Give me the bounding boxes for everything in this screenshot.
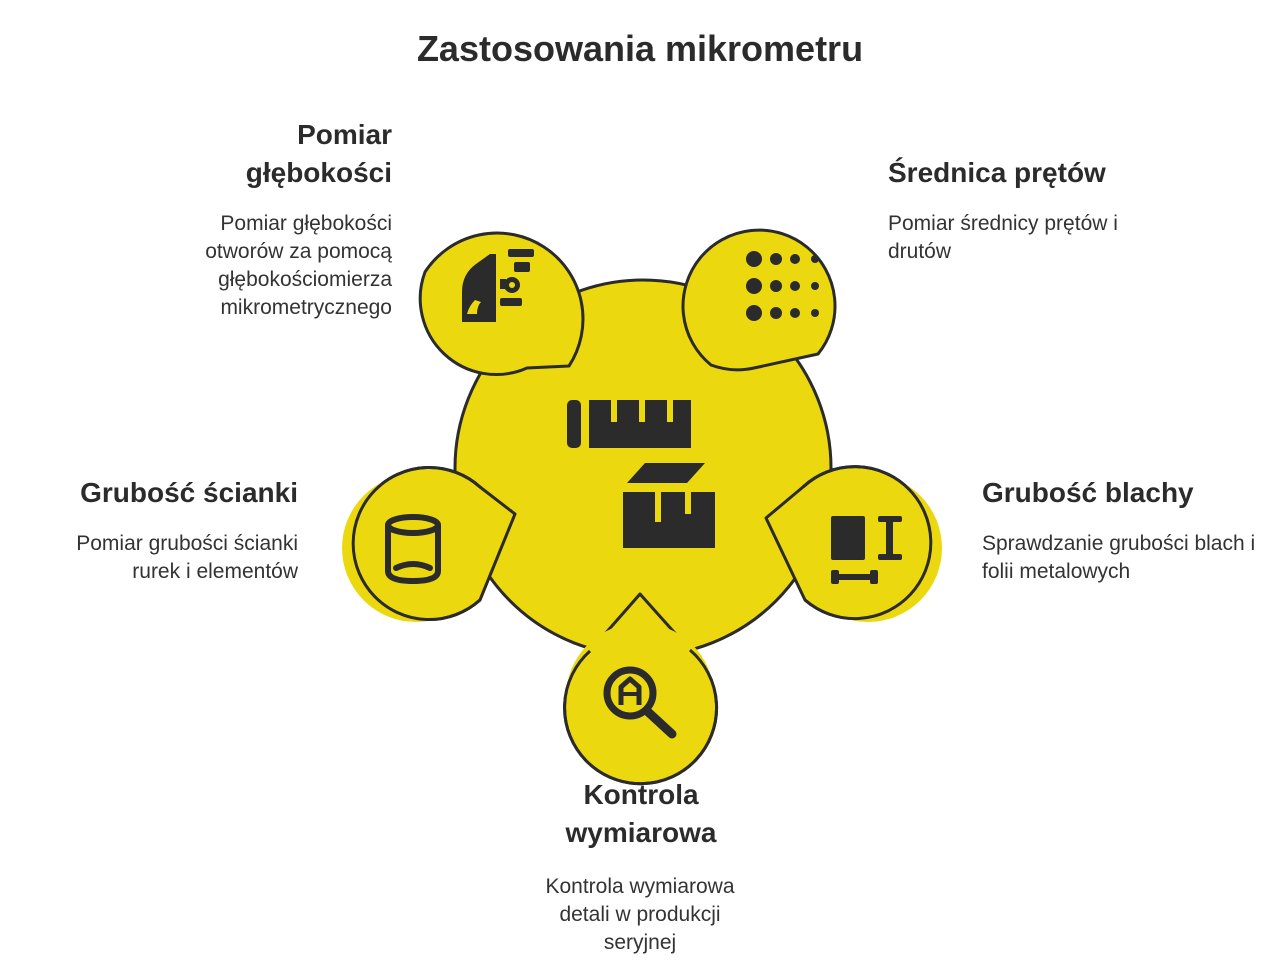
cylinder-icon [385,514,441,585]
item-title-sheet: Grubość blachy [982,477,1194,508]
magnifier-inspection-icon [603,666,677,739]
sheet-dimension-icon [831,516,902,584]
item-desc-rods: Pomiar średnicy prętów i drutów [888,212,1118,263]
item-desc-depth: Pomiar głębokości otworów za pomocą głęb… [205,212,392,319]
diagram-title: Zastosowania mikrometru [416,28,864,69]
item-title-rods: Średnica prętów [888,157,1106,188]
item-desc-wall: Pomiar grubości ścianki rurek i elementó… [76,532,298,583]
depth-gauge-icon [462,249,534,322]
item-desc-inspection: Kontrola wymiarowa detali w produkcji se… [545,875,735,954]
item-title-depth: Pomiar głębokości [245,119,392,188]
satellite-wall [342,466,517,622]
item-desc-sheet: Sprawdzanie grubości blach i folii metal… [982,532,1256,583]
micrometer-icon [567,400,715,548]
dot-grid-icon [746,251,819,321]
item-title-inspection: Kontrola wymiarowa [565,779,717,848]
satellite-rods [681,228,837,372]
item-title-wall: Grubość ścianki [80,477,298,508]
